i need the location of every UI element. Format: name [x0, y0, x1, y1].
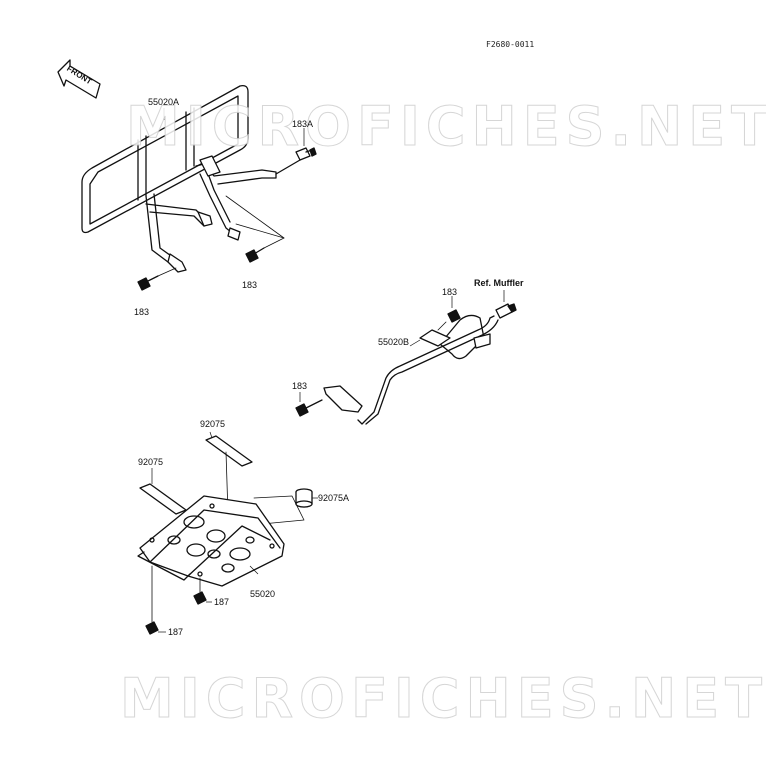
- bolt-183a-icon: [275, 147, 317, 175]
- label-92075: 92075: [138, 457, 164, 467]
- bolt-183-icon: [137, 267, 177, 291]
- bolt-muffler-icon: [495, 303, 517, 319]
- watermark-bottom: MICROFICHES.NET: [120, 667, 766, 730]
- label-183a: 183A: [292, 119, 314, 129]
- figure-code: F2680-0011: [486, 40, 535, 49]
- skid-plate-55020: [137, 495, 285, 587]
- bolt-187-icon: [145, 565, 159, 635]
- bolt-183-icon: [295, 399, 323, 417]
- label-187: 187: [168, 627, 184, 637]
- label-183: 183: [134, 307, 150, 317]
- front-rack-55020a: [81, 84, 277, 273]
- label-ref-muffler: Ref. Muffler: [474, 278, 524, 288]
- label-183: 183: [442, 287, 458, 297]
- label-183: 183: [292, 381, 308, 391]
- label-92075: 92075: [200, 419, 226, 429]
- bolt-183-icon: [225, 195, 285, 263]
- label-187: 187: [214, 597, 230, 607]
- label-183: 183: [242, 280, 258, 290]
- watermark-top: MICROFICHES.NET: [126, 95, 766, 158]
- damper-92075a-icon: [295, 488, 313, 508]
- bolt-187-icon: [193, 577, 207, 605]
- rear-rack-55020b: [323, 314, 499, 425]
- label-55020a: 55020A: [148, 97, 180, 107]
- front-arrow-icon: [57, 59, 101, 99]
- bolt-183-icon: [437, 309, 461, 331]
- label-leaders: [151, 108, 505, 633]
- label-55020: 55020: [250, 589, 276, 599]
- label-92075a: 92075A: [318, 493, 350, 503]
- label-55020b: 55020B: [378, 337, 410, 347]
- pad-92075-icon: [205, 435, 253, 467]
- pad-92075-icon: [139, 483, 187, 515]
- leader-lines: [253, 495, 305, 525]
